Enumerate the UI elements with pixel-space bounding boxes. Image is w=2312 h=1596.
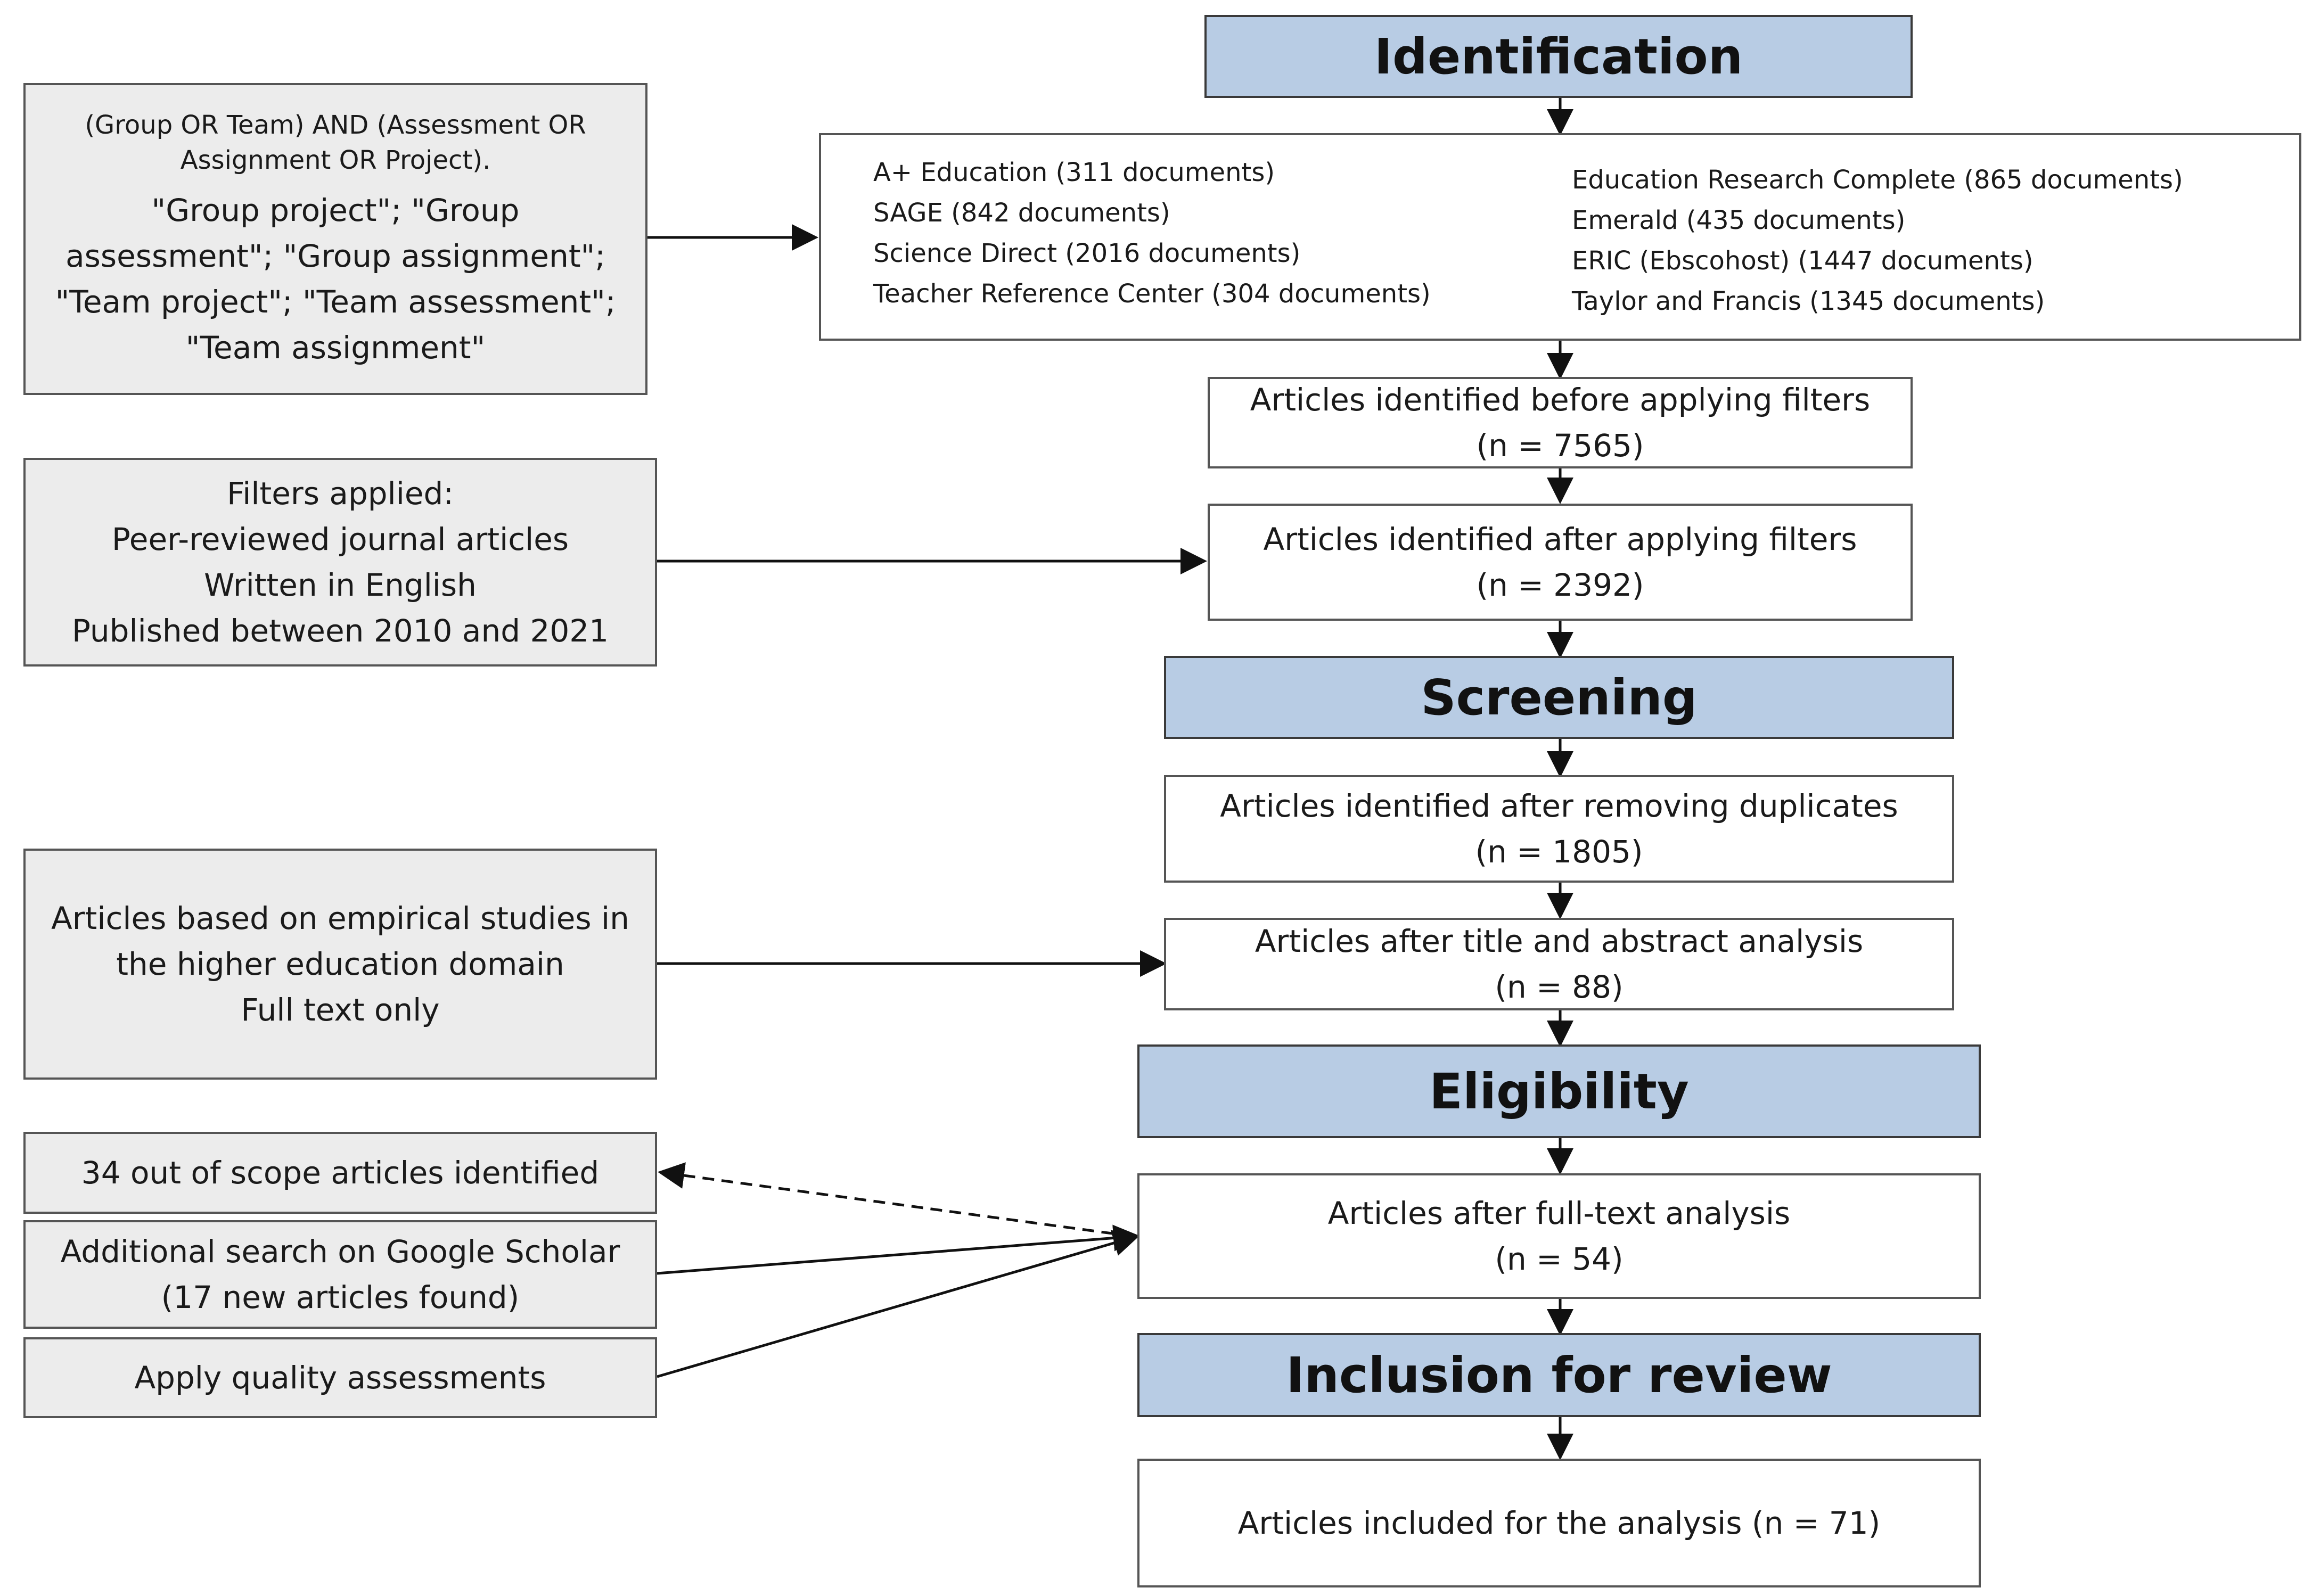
stage-inclusion-label: Inclusion for review <box>1286 1346 1832 1404</box>
after-filters-count: (n = 2392) <box>1476 567 1644 603</box>
search-query-line: Assignment OR Project). <box>180 145 491 175</box>
database-item: ERIC (Ebscohost) (1447 documents) <box>1572 246 2034 276</box>
databases-right-list: Education Research Complete (865 documen… <box>1572 161 2183 320</box>
database-item: Education Research Complete (865 documen… <box>1572 165 2183 195</box>
database-item: Taylor and Francis (1345 documents) <box>1572 286 2045 316</box>
before-filters-count: (n = 7565) <box>1476 427 1644 464</box>
stage-identification: Identification <box>1204 15 1913 98</box>
stage-screening-label: Screening <box>1421 669 1698 726</box>
google-scholar-line: (17 new articles found) <box>161 1279 520 1315</box>
google-scholar-line: Additional search on Google Scholar <box>60 1233 620 1270</box>
search-keyword-line: assessment"; "Group assignment"; <box>65 238 605 274</box>
search-keyword-line: "Group project"; "Group <box>151 192 520 228</box>
after-title-abstract-count: (n = 88) <box>1495 969 1624 1005</box>
arrow-out-of-scope-dashed <box>658 1162 1133 1238</box>
criteria-line: Articles based on empirical studies in <box>51 900 629 936</box>
search-query-line: (Group OR Team) AND (Assessment OR <box>85 110 586 140</box>
arrow-google-scholar-to-fulltext <box>657 1224 1140 1275</box>
after-fulltext-label: Articles after full-text analysis <box>1327 1195 1791 1231</box>
arrow-quality-to-fulltext <box>657 1230 1140 1378</box>
before-filters-label: Articles identified before applying filt… <box>1250 382 1871 418</box>
google-scholar-box: Additional search on Google Scholar (17 … <box>23 1220 657 1329</box>
filter-item: Peer-reviewed journal articles <box>111 521 569 557</box>
stage-eligibility: Eligibility <box>1137 1044 1981 1138</box>
quality-label: Apply quality assessments <box>134 1360 546 1396</box>
criteria-line: Full text only <box>241 992 440 1028</box>
criteria-box: Articles based on empirical studies in t… <box>23 849 657 1080</box>
stage-screening: Screening <box>1164 656 1954 739</box>
database-item: A+ Education (311 documents) <box>873 158 1275 187</box>
filter-item: Published between 2010 and 2021 <box>71 613 609 649</box>
included-label: Articles included for the analysis (n = … <box>1237 1505 1881 1541</box>
after-title-abstract-label: Articles after title and abstract analys… <box>1255 923 1864 959</box>
search-terms-box: (Group OR Team) AND (Assessment OR Assig… <box>23 83 647 395</box>
stage-inclusion: Inclusion for review <box>1137 1333 1981 1417</box>
out-of-scope-box: 34 out of scope articles identified <box>23 1132 657 1214</box>
databases-left-list: A+ Education (311 documents) SAGE (842 d… <box>873 153 1431 313</box>
after-filters-label: Articles identified after applying filte… <box>1263 521 1857 557</box>
database-item: SAGE (842 documents) <box>873 198 1170 228</box>
databases-box <box>819 133 2301 341</box>
after-title-abstract-box: Articles after title and abstract analys… <box>1164 918 1954 1010</box>
after-duplicates-label: Articles identified after removing dupli… <box>1220 788 1898 824</box>
filters-title: Filters applied: <box>227 475 454 512</box>
after-filters-box: Articles identified after applying filte… <box>1208 504 1913 621</box>
after-fulltext-count: (n = 54) <box>1495 1241 1624 1277</box>
before-filters-box: Articles identified before applying filt… <box>1208 377 1913 468</box>
filter-item: Written in English <box>204 567 477 603</box>
after-duplicates-count: (n = 1805) <box>1475 834 1643 870</box>
search-keyword-line: "Team assignment" <box>185 330 486 366</box>
filters-box: Filters applied: Peer-reviewed journal a… <box>23 458 657 667</box>
criteria-line: the higher education domain <box>116 946 564 982</box>
included-box: Articles included for the analysis (n = … <box>1137 1459 1981 1587</box>
stage-eligibility-label: Eligibility <box>1429 1063 1689 1120</box>
database-item: Teacher Reference Center (304 documents) <box>873 279 1431 309</box>
stage-identification-label: Identification <box>1374 28 1743 85</box>
search-keyword-line: "Team project"; "Team assessment"; <box>55 284 616 320</box>
database-item: Emerald (435 documents) <box>1572 205 1906 235</box>
after-duplicates-box: Articles identified after removing dupli… <box>1164 775 1954 883</box>
database-item: Science Direct (2016 documents) <box>873 238 1301 268</box>
quality-box: Apply quality assessments <box>23 1337 657 1418</box>
after-fulltext-box: Articles after full-text analysis (n = 5… <box>1137 1173 1981 1299</box>
out-of-scope-label: 34 out of scope articles identified <box>81 1155 600 1191</box>
